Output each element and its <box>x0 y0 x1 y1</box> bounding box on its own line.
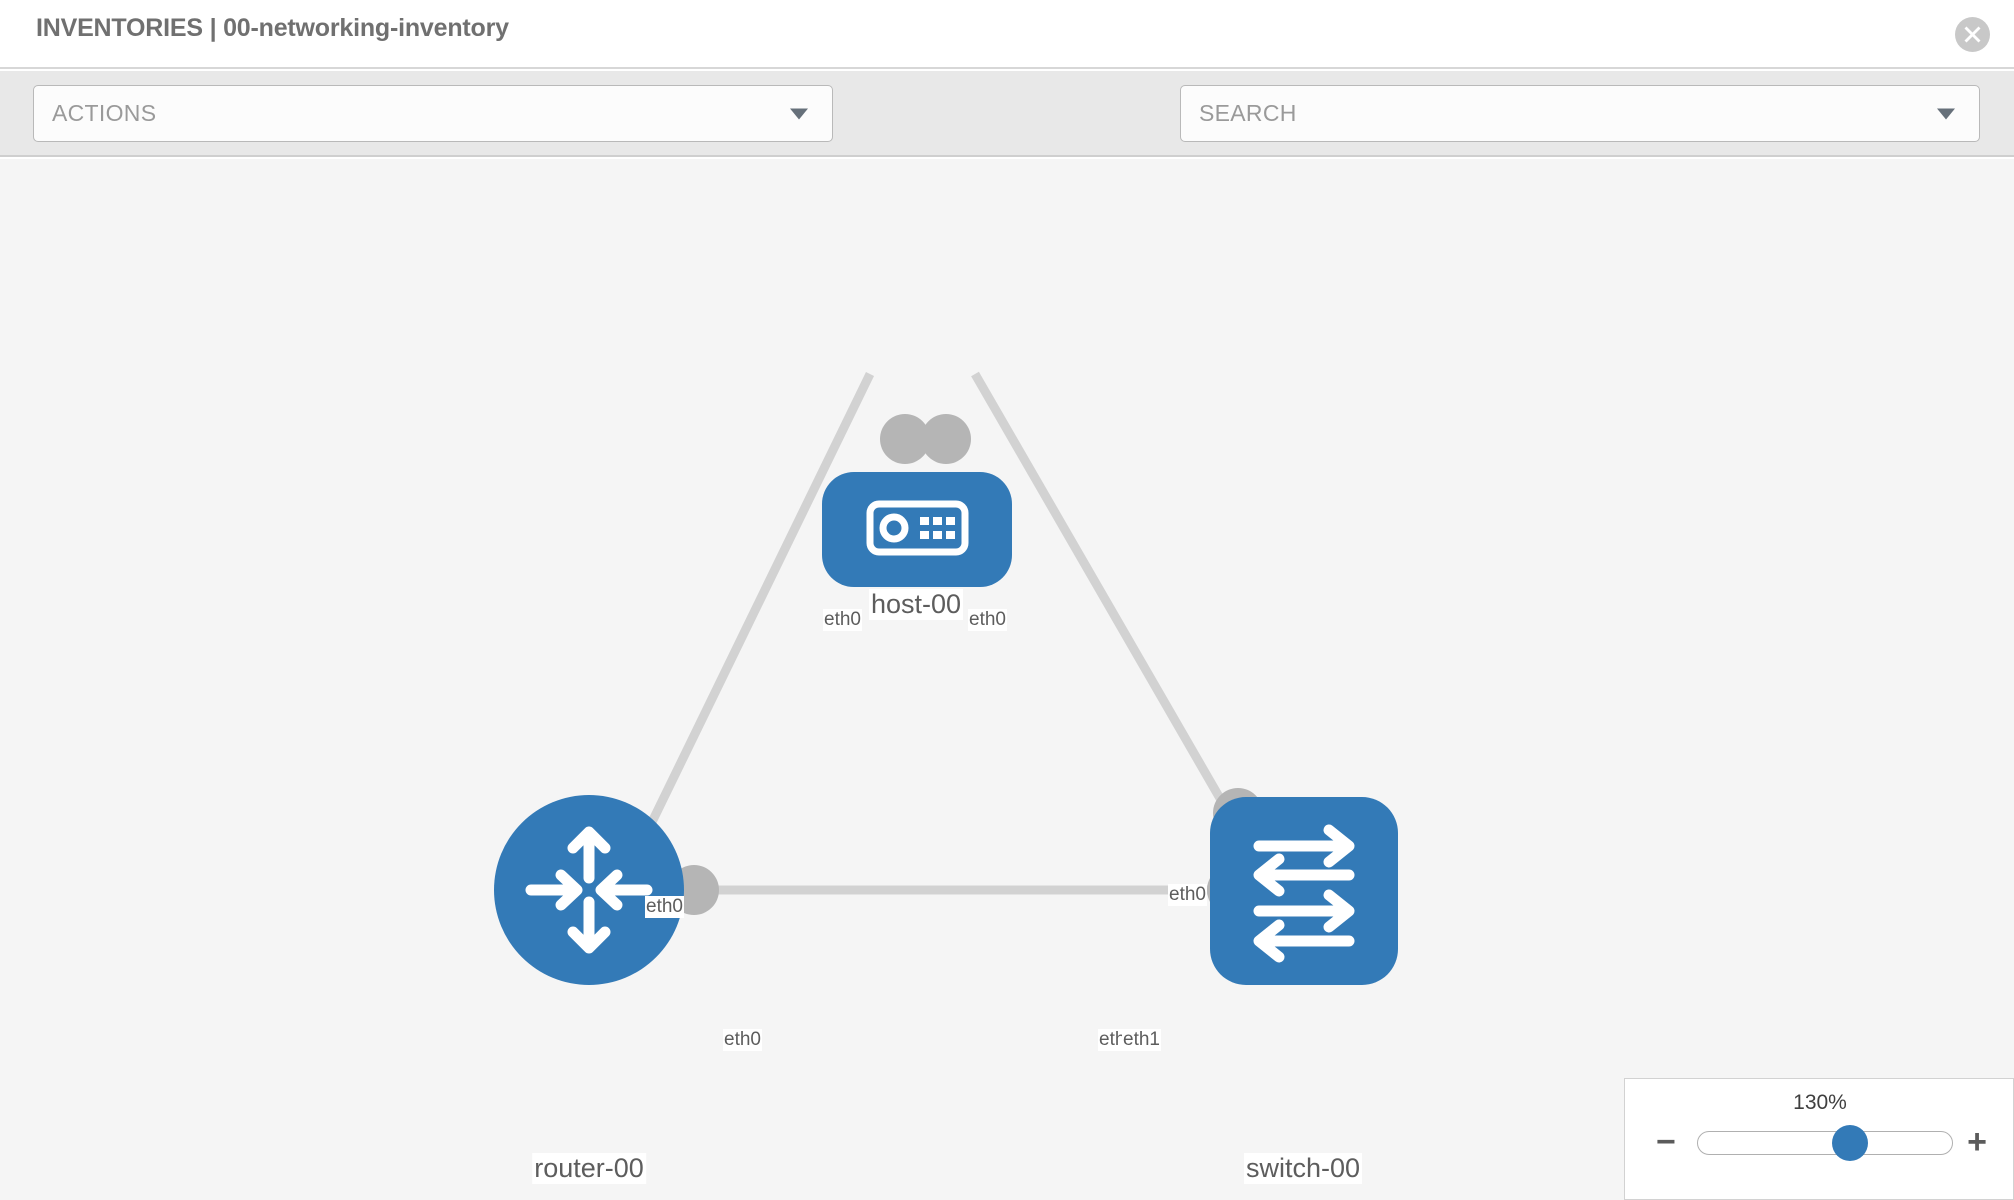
toolbar: ACTIONS SEARCH <box>0 71 2014 197</box>
connector-host-left <box>880 414 930 464</box>
edge-host-router <box>629 372 875 861</box>
page-title: INVENTORIES | 00-networking-inventory <box>36 14 509 42</box>
node-host-00-shape <box>822 472 1012 587</box>
edge-label-router-eth0: eth0 <box>723 1029 762 1051</box>
edge-host-switch <box>971 371 1259 862</box>
edge-label-switch-eth1: eth1 <box>1122 1029 1161 1051</box>
node-label-router-00: router-00 <box>532 1153 646 1184</box>
topology-canvas[interactable]: host-00 router-00 switch-00 eth0 eth0 et… <box>0 159 2014 1200</box>
zoom-control-panel: 130% − + <box>1624 1078 2014 1200</box>
zoom-out-button[interactable]: − <box>1656 1123 1676 1161</box>
node-router-00-shape <box>494 795 684 985</box>
search-placeholder: SEARCH <box>1199 100 1297 126</box>
close-icon[interactable] <box>1955 17 1990 52</box>
switch-icon <box>1253 824 1355 963</box>
window-header: INVENTORIES | 00-networking-inventory <box>0 0 2014 69</box>
actions-dropdown[interactable]: ACTIONS <box>33 85 833 142</box>
node-switch-00-shape <box>1210 797 1398 985</box>
edge-label-router-uplink: eth0 <box>645 896 684 918</box>
node-switch-00 <box>1210 797 1398 985</box>
router-icon <box>525 826 653 954</box>
zoom-slider-thumb[interactable] <box>1832 1125 1869 1161</box>
node-label-host-00: host-00 <box>868 589 964 620</box>
topology-edges <box>629 371 1259 895</box>
chevron-down-icon <box>790 108 808 119</box>
node-label-switch-00: switch-00 <box>1243 1153 1363 1184</box>
edge-label-host-left: eth0 <box>823 609 862 631</box>
actions-dropdown-label: ACTIONS <box>52 100 157 126</box>
edge-label-switch-uplink: eth0 <box>1168 884 1207 906</box>
zoom-in-button[interactable]: + <box>1967 1123 1987 1161</box>
zoom-level-label: 130% <box>1793 1091 1847 1114</box>
edge-label-host-right: eth0 <box>968 609 1007 631</box>
chevron-down-icon <box>1937 108 1955 119</box>
node-router-00 <box>494 795 684 985</box>
topology-graph <box>494 371 1398 985</box>
server-icon <box>866 500 969 556</box>
connector-host-right <box>921 414 971 464</box>
node-host-00 <box>822 472 1012 587</box>
zoom-slider[interactable] <box>1697 1125 1953 1161</box>
search-input[interactable]: SEARCH <box>1180 85 1980 142</box>
